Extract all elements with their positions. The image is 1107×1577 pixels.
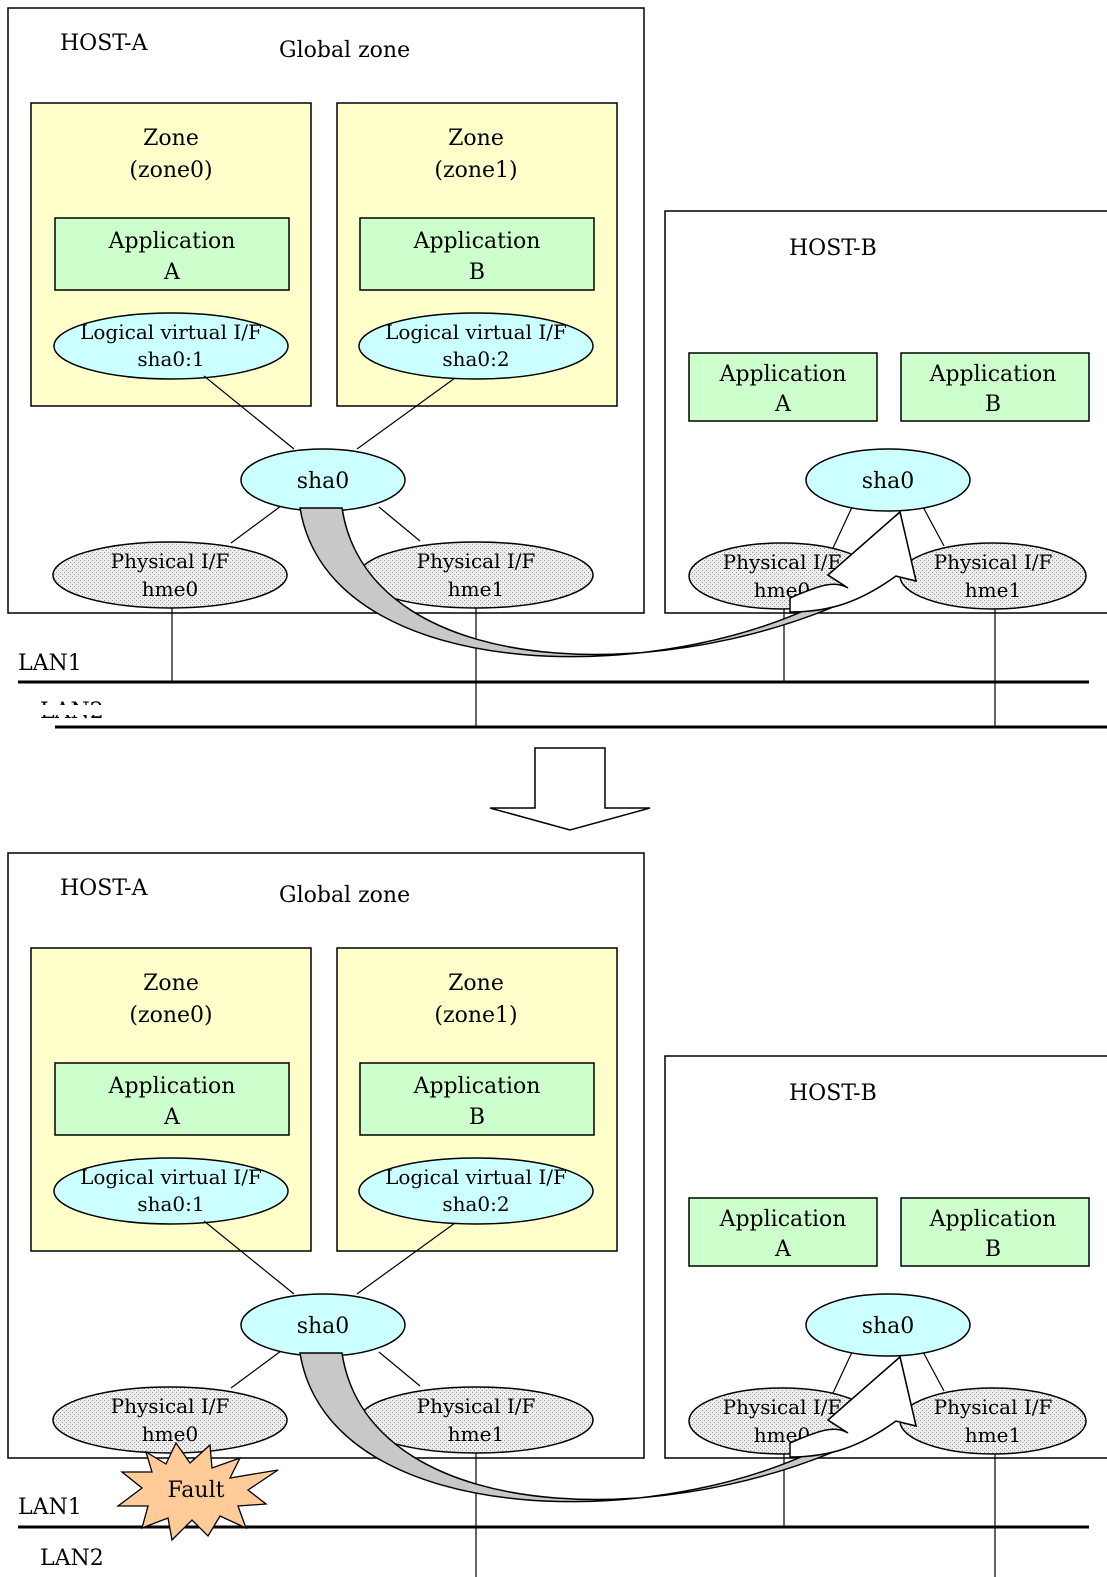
host-b-app-b-label: Application bbox=[929, 1207, 1057, 1232]
zone1-title: Zone bbox=[448, 971, 504, 996]
zone0-name: (zone0) bbox=[129, 158, 212, 183]
fault-burst: Fault bbox=[116, 1441, 279, 1542]
lan1-label: LAN1 bbox=[18, 651, 82, 676]
logical-vif-sha0-1 bbox=[53, 1157, 289, 1225]
sha0-2-label: sha0:2 bbox=[442, 1192, 509, 1216]
host-b-sha0-virtual-if bbox=[805, 448, 971, 512]
logical-vif-sha0-2 bbox=[358, 312, 594, 380]
top-panel: HOST-A Global zone Zone (zone0) Applicat… bbox=[7, 7, 1107, 729]
sha0-1-label: sha0:1 bbox=[137, 1192, 204, 1216]
host-b-physical-if-label: Physical I/F bbox=[723, 1395, 842, 1419]
logical-vif-label: Logical virtual I/F bbox=[385, 1165, 567, 1189]
host-b-physical-if-label: Physical I/F bbox=[934, 550, 1053, 574]
app-a-letter: A bbox=[163, 1105, 181, 1130]
physical-if-label: Physical I/F bbox=[111, 1394, 230, 1418]
hme1-label: hme1 bbox=[448, 1422, 504, 1446]
host-b-hme1-label: hme1 bbox=[965, 1423, 1021, 1447]
app-b-box bbox=[359, 217, 595, 291]
hme0-label: hme0 bbox=[142, 577, 198, 601]
host-a-connectors bbox=[171, 375, 477, 727]
fault-label: Fault bbox=[168, 1478, 225, 1503]
sha0-label: sha0 bbox=[297, 469, 350, 494]
host-b-app-b-letter: B bbox=[985, 392, 1001, 417]
sha0-1-label: sha0:1 bbox=[137, 347, 204, 371]
host-a-connectors bbox=[203, 1220, 477, 1577]
host-b-hme1-label: hme1 bbox=[965, 578, 1021, 602]
app-a-letter: A bbox=[163, 260, 181, 285]
app-b-letter: B bbox=[469, 260, 485, 285]
host-b-physical-if-label: Physical I/F bbox=[723, 550, 842, 574]
logical-vif-label: Logical virtual I/F bbox=[80, 1165, 262, 1189]
bottom-panel: HOST-A Global zone Zone (zone0) Applicat… bbox=[7, 852, 1107, 1577]
physical-if-label: Physical I/F bbox=[111, 549, 230, 573]
hme0-label: hme0 bbox=[142, 1422, 198, 1446]
host-b-sha0-virtual-if bbox=[805, 1293, 971, 1357]
host-b-app-b-box bbox=[900, 352, 1090, 422]
zone1-title: Zone bbox=[448, 126, 504, 151]
app-b-label: Application bbox=[413, 1074, 541, 1099]
host-b-app-a-box bbox=[688, 352, 878, 422]
migration-arrow bbox=[299, 1352, 918, 1503]
migration-arrow bbox=[299, 507, 918, 658]
host-b-label: HOST-B bbox=[789, 236, 877, 261]
host-b-app-b-label: Application bbox=[929, 362, 1057, 387]
app-a-box bbox=[54, 1062, 290, 1136]
host-b-app-a-box bbox=[688, 1197, 878, 1267]
logical-vif-label: Logical virtual I/F bbox=[385, 320, 567, 344]
host-a-label: HOST-A bbox=[60, 876, 149, 901]
host-b-connectors bbox=[783, 1349, 996, 1577]
global-zone-label: Global zone bbox=[279, 883, 410, 908]
zone1-name: (zone1) bbox=[434, 158, 517, 183]
host-b-app-b-letter: B bbox=[985, 1237, 1001, 1262]
logical-vif-sha0-1 bbox=[53, 312, 289, 380]
zone0-name: (zone0) bbox=[129, 1003, 212, 1028]
sha0-2-label: sha0:2 bbox=[442, 347, 509, 371]
app-b-label: Application bbox=[413, 229, 541, 254]
host-b-sha0-label: sha0 bbox=[862, 469, 915, 494]
lan2-label: LAN2 bbox=[40, 1546, 104, 1571]
app-b-letter: B bbox=[469, 1105, 485, 1130]
hme1-label: hme1 bbox=[448, 577, 504, 601]
host-b-app-a-letter: A bbox=[774, 392, 792, 417]
host-b-app-b-box bbox=[900, 1197, 1090, 1267]
physical-if-hme0 bbox=[52, 541, 288, 609]
host-b-app-a-label: Application bbox=[719, 1207, 847, 1232]
global-zone-label: Global zone bbox=[279, 38, 410, 63]
host-b-label: HOST-B bbox=[789, 1081, 877, 1106]
lan1-label: LAN1 bbox=[18, 1495, 82, 1520]
zone0-title: Zone bbox=[143, 971, 199, 996]
host-b-app-a-label: Application bbox=[719, 362, 847, 387]
physical-if-label: Physical I/F bbox=[417, 549, 536, 573]
logical-vif-label: Logical virtual I/F bbox=[80, 320, 262, 344]
host-a-label: HOST-A bbox=[60, 31, 149, 56]
sha0-label: sha0 bbox=[297, 1314, 350, 1339]
down-arrow bbox=[489, 747, 651, 831]
host-b-app-a-letter: A bbox=[774, 1237, 792, 1262]
zone0-title: Zone bbox=[143, 126, 199, 151]
host-b-physical-if-label: Physical I/F bbox=[934, 1395, 1053, 1419]
app-b-box bbox=[359, 1062, 595, 1136]
physical-if-label: Physical I/F bbox=[417, 1394, 536, 1418]
app-a-label: Application bbox=[108, 229, 236, 254]
zone1-name: (zone1) bbox=[434, 1003, 517, 1028]
app-a-label: Application bbox=[108, 1074, 236, 1099]
logical-vif-sha0-2 bbox=[358, 1157, 594, 1225]
app-a-box bbox=[54, 217, 290, 291]
host-b-sha0-label: sha0 bbox=[862, 1314, 915, 1339]
physical-if-hme0 bbox=[52, 1386, 288, 1454]
